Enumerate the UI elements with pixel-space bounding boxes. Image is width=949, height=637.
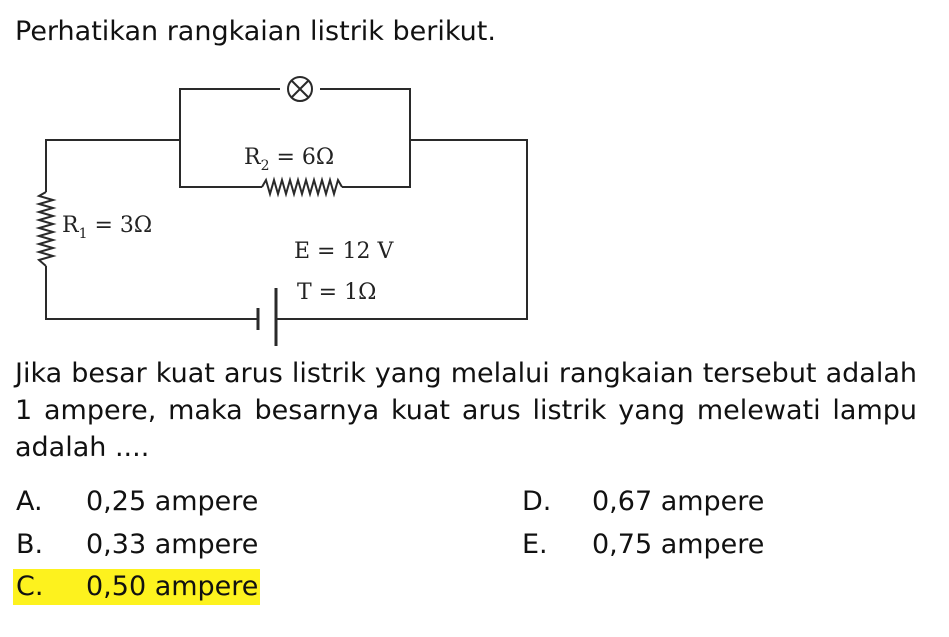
option-letter: E. [522,529,548,560]
wire-bottom-left [45,266,258,320]
question-heading: Perhatikan rangkaian listrik berikut. [15,16,496,47]
option-text: 0,33 ampere [86,529,259,560]
option-e[interactable]: E. 0,75 ampere [519,527,766,563]
option-a[interactable]: A. 0,25 ampere [13,484,260,520]
option-text: 0,75 ampere [592,529,765,560]
option-d[interactable]: D. 0,67 ampere [519,484,766,520]
r2-label: R2 = 6Ω [244,145,334,174]
wire-left-top [45,139,180,192]
option-c-selected[interactable]: C. 0,50 ampere [13,569,261,605]
option-letter: A. [16,486,43,517]
option-text: 0,50 ampere [86,571,259,602]
option-text: 0,67 ampere [592,486,765,517]
internal-resistance-label: T = 1Ω [297,280,376,305]
option-text: 0,25 ampere [86,486,259,517]
option-b[interactable]: B. 0,33 ampere [13,527,260,563]
emf-label: E = 12 V [294,239,394,264]
option-letter: C. [16,571,44,602]
wire-right-top [276,139,528,320]
resistor-r1-symbol [35,191,57,267]
question-text: Jika besar kuat arus listrik yang melalu… [15,358,917,463]
circuit-diagram: R2 = 6Ω R1 = 3Ω E = 12 V T = 1Ω [35,76,528,346]
option-letter: B. [16,529,44,560]
wire-parallel-branch [179,88,411,188]
resistor-r2-symbol [261,176,343,198]
lamp-icon [287,76,313,102]
option-letter: D. [522,486,552,517]
r1-label: R1 = 3Ω [62,213,152,242]
